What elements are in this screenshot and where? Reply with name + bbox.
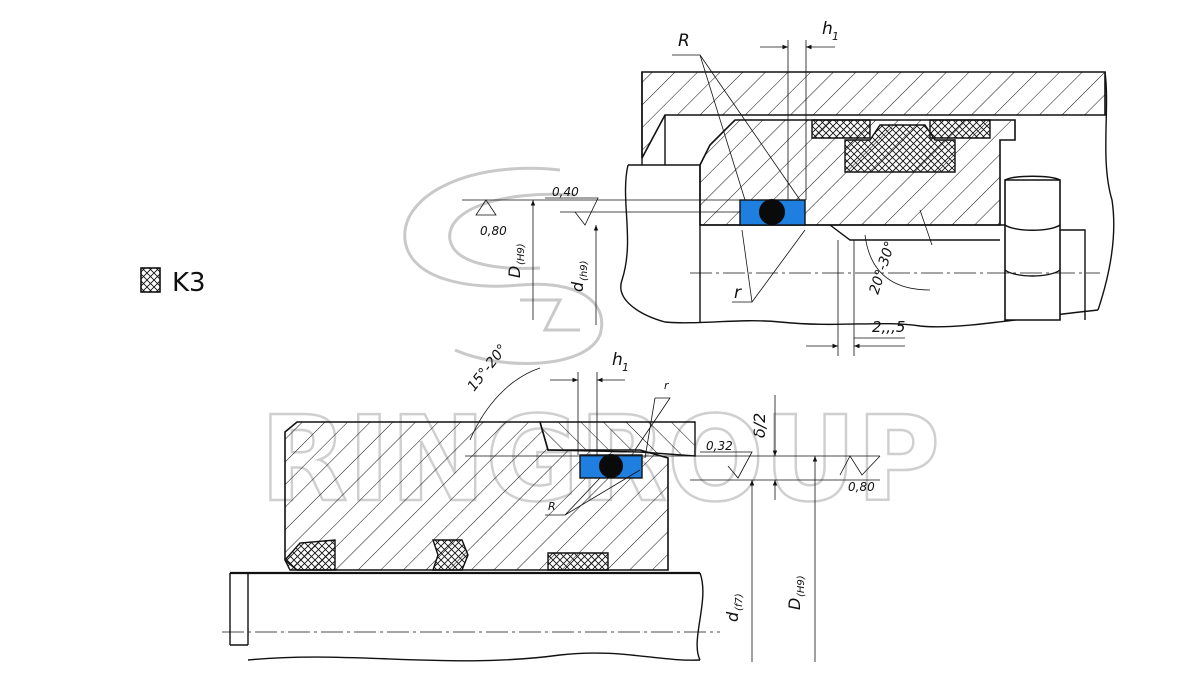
bottom-section-view: 15°-20° h 1 r R 0,32 δ/2 0,80 d bbox=[222, 342, 881, 662]
top-roughness-080: 0,80 bbox=[480, 224, 507, 238]
top-section-view: R h 1 0,40 0,80 D (H9) d (h9) r bbox=[462, 19, 1115, 356]
black-o-ring-bottom bbox=[599, 454, 623, 478]
svg-text:h: h bbox=[822, 19, 833, 39]
bottom-delta-label: δ/2 bbox=[750, 413, 769, 438]
top-chamfer-label: 2,,,5 bbox=[872, 318, 905, 336]
svg-text:1: 1 bbox=[622, 361, 629, 374]
center-seal bbox=[844, 124, 956, 173]
guide-ring-right bbox=[929, 119, 991, 139]
bottom-r-label: r bbox=[664, 379, 670, 392]
svg-text:h: h bbox=[612, 350, 623, 370]
svg-text:δ/2: δ/2 bbox=[750, 413, 769, 438]
svg-text:1: 1 bbox=[832, 30, 839, 43]
top-D-label: D (H9) bbox=[505, 243, 527, 278]
bottom-roughness-080: 0,80 bbox=[848, 480, 875, 494]
bottom-h1-label: h 1 bbox=[612, 350, 629, 374]
svg-text:(h9): (h9) bbox=[579, 260, 590, 281]
black-o-ring bbox=[759, 199, 785, 225]
crosshatch-box-icon bbox=[140, 267, 161, 293]
top-R-label: R bbox=[678, 31, 690, 51]
nut bbox=[1004, 179, 1061, 321]
top-h1-label: h 1 bbox=[822, 19, 839, 43]
top-d-label: d (h9) bbox=[568, 260, 590, 292]
guide-band bbox=[547, 552, 609, 571]
svg-text:d: d bbox=[568, 281, 587, 292]
bottom-R-label: R bbox=[548, 500, 556, 513]
bottom-roughness-032: 0,32 bbox=[706, 439, 733, 453]
cover-piece bbox=[539, 421, 696, 457]
svg-text:(f7): (f7) bbox=[734, 593, 745, 611]
top-roughness-040: 0,40 bbox=[552, 185, 579, 199]
bottom-D-label: D (H9) bbox=[785, 575, 807, 610]
wiper-seal bbox=[284, 539, 336, 571]
svg-text:15°-20°: 15°-20° bbox=[465, 342, 511, 395]
bottom-d-label: d (f7) bbox=[723, 593, 745, 622]
top-r-label: r bbox=[734, 283, 742, 303]
top-angle-label: 20°-30° bbox=[867, 239, 899, 296]
svg-text:(H9): (H9) bbox=[516, 243, 527, 265]
legend-label: K3 bbox=[172, 268, 206, 298]
rod-seal bbox=[432, 539, 469, 571]
bottom-angle-label: 15°-20° bbox=[465, 342, 511, 395]
svg-text:d: d bbox=[723, 611, 742, 622]
guide-ring-left bbox=[811, 119, 871, 139]
legend: K3 bbox=[140, 267, 206, 298]
svg-text:(H9): (H9) bbox=[796, 575, 807, 597]
svg-text:D: D bbox=[785, 598, 804, 610]
svg-text:20°-30°: 20°-30° bbox=[867, 239, 899, 296]
svg-text:D: D bbox=[505, 266, 524, 278]
